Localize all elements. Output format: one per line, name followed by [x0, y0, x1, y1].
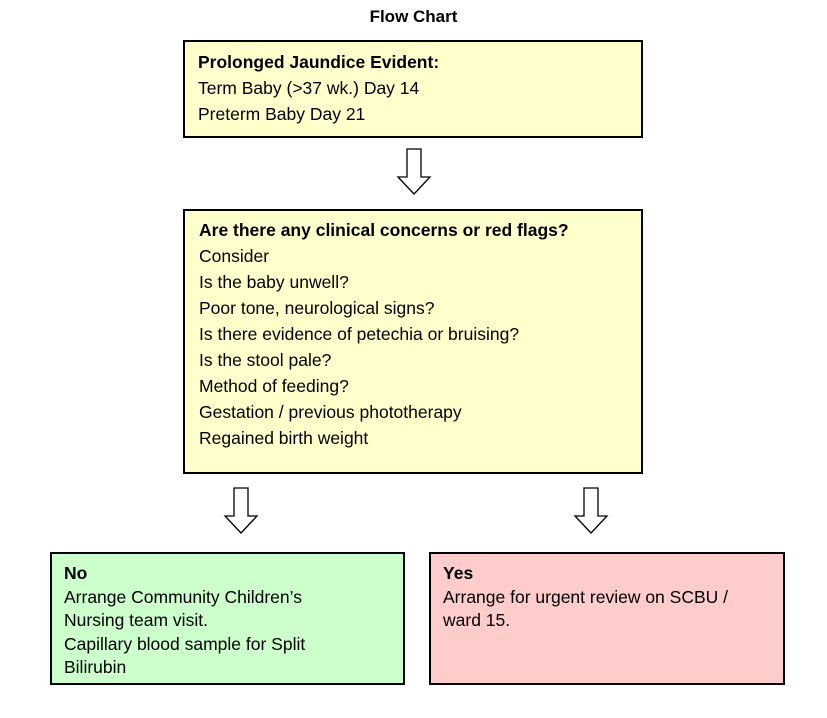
no-box-line: Arrange Community Children’s	[64, 586, 302, 607]
no-box-heading: No	[64, 563, 88, 583]
no-box-line: Nursing team visit.	[64, 610, 208, 630]
down-arrow-icon	[573, 487, 609, 534]
yes-box-line: Arrange for urgent review on SCBU /	[443, 586, 728, 607]
no-box-line: Bilirubin	[64, 657, 127, 677]
down-arrow-icon	[396, 148, 432, 195]
diagram-title: Flow Chart	[369, 7, 458, 26]
question-box-line: Poor tone, neurological signs?	[199, 298, 435, 318]
down-arrow-icon	[223, 487, 259, 534]
question-box-line: Consider	[199, 246, 270, 266]
question-box-line: Is there evidence of petechia or bruisin…	[199, 324, 520, 344]
yes-box-heading: Yes	[443, 563, 474, 583]
question-box-line: Is the baby unwell?	[199, 272, 349, 292]
yes-outcome-box: Yes Arrange for urgent review on SCBU / …	[429, 552, 785, 685]
start-box: Prolonged Jaundice Evident: Term Baby (>…	[183, 40, 643, 138]
question-box-line: Gestation / previous phototherapy	[199, 402, 462, 422]
question-box-heading: Are there any clinical concerns or red f…	[199, 220, 569, 240]
question-box: Are there any clinical concerns or red f…	[183, 209, 643, 474]
start-box-line: Preterm Baby Day 21	[198, 104, 366, 124]
no-outcome-box: No Arrange Community Children’s Nursing …	[50, 552, 405, 685]
question-box-line: Is the stool pale?	[199, 350, 332, 370]
no-box-line: Capillary blood sample for Split	[64, 633, 306, 654]
question-box-line: Regained birth weight	[199, 428, 369, 448]
question-box-line: Method of feeding?	[199, 376, 349, 396]
start-box-heading: Prolonged Jaundice Evident:	[198, 52, 440, 72]
start-box-line: Term Baby (>37 wk.) Day 14	[198, 78, 420, 98]
yes-box-line: ward 15.	[443, 610, 511, 630]
